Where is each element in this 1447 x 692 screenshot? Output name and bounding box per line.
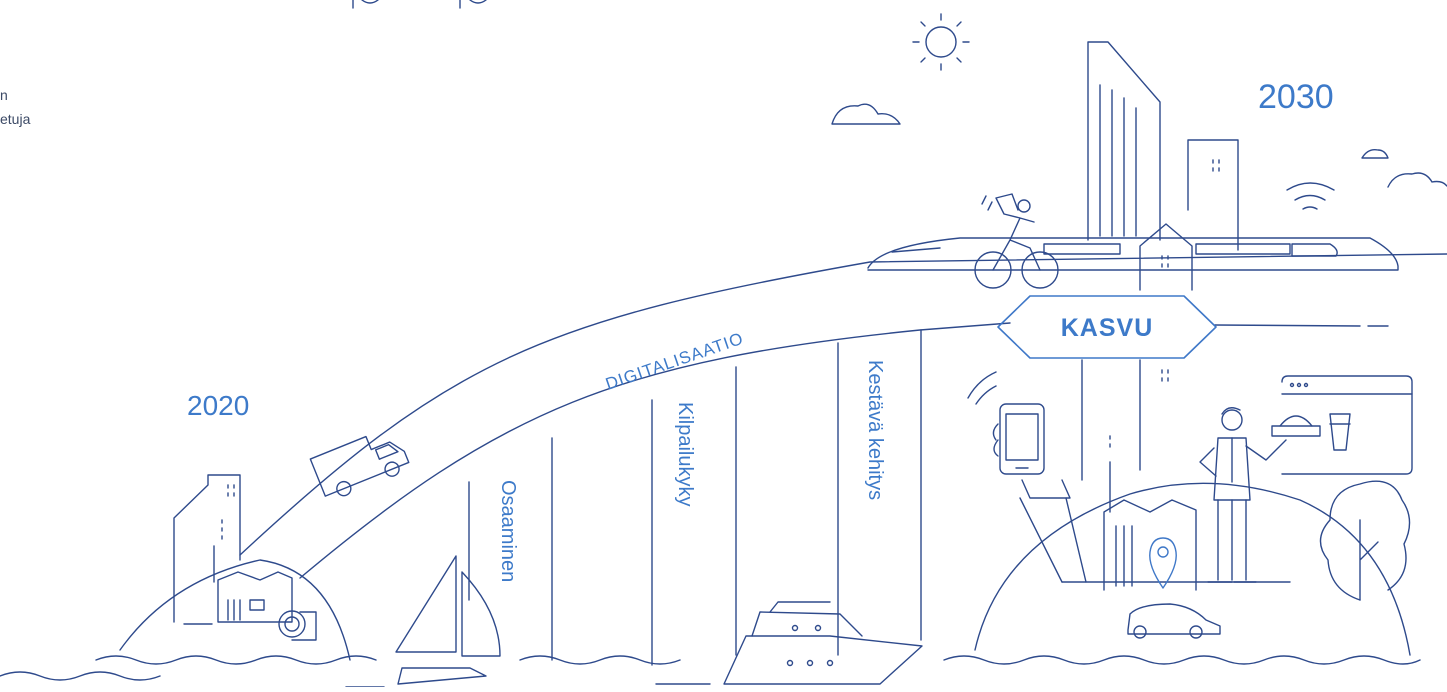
cloud-icon bbox=[1388, 173, 1447, 187]
pillar-label-kestava-kehitys: Kestävä kehitys bbox=[864, 360, 886, 500]
goal-label: KASVU bbox=[1061, 314, 1154, 342]
end-year-label: 2030 bbox=[1258, 78, 1334, 117]
phone-icon bbox=[968, 372, 1086, 582]
browser-window-icon bbox=[1282, 376, 1412, 474]
yacht-icon bbox=[656, 602, 922, 684]
start-year-label: 2020 bbox=[187, 390, 249, 422]
skyscraper bbox=[1088, 42, 1238, 250]
cloud-icon bbox=[1362, 150, 1388, 158]
goal-badge: KASVU bbox=[998, 296, 1216, 358]
cloud-icon bbox=[832, 104, 900, 124]
road-upper-edge bbox=[240, 254, 1447, 555]
pillar-label-osaaminen: Osaaminen bbox=[497, 480, 519, 582]
van-icon bbox=[310, 425, 411, 502]
pillar-label-kilpailukyky: Kilpailukyky bbox=[674, 402, 696, 506]
wifi-icon bbox=[1287, 183, 1334, 209]
sailboat-icon bbox=[346, 556, 500, 687]
road-label: DIGITALISAATIO bbox=[603, 329, 746, 394]
tree-icon bbox=[1320, 481, 1409, 600]
road-right-line bbox=[1215, 325, 1388, 326]
intro-line-1: n bbox=[0, 83, 30, 107]
cyclist-icon bbox=[975, 194, 1058, 288]
building-lower bbox=[1082, 360, 1168, 480]
intro-line-2: etuja bbox=[0, 107, 30, 131]
right-island bbox=[975, 436, 1410, 655]
title-fragment bbox=[353, 0, 486, 8]
left-island bbox=[120, 475, 350, 660]
waiter-figure bbox=[1200, 408, 1320, 582]
sun-icon bbox=[913, 14, 969, 70]
intro-text: n etuja bbox=[0, 83, 30, 131]
water-waves bbox=[0, 656, 1420, 680]
train bbox=[868, 238, 1398, 270]
